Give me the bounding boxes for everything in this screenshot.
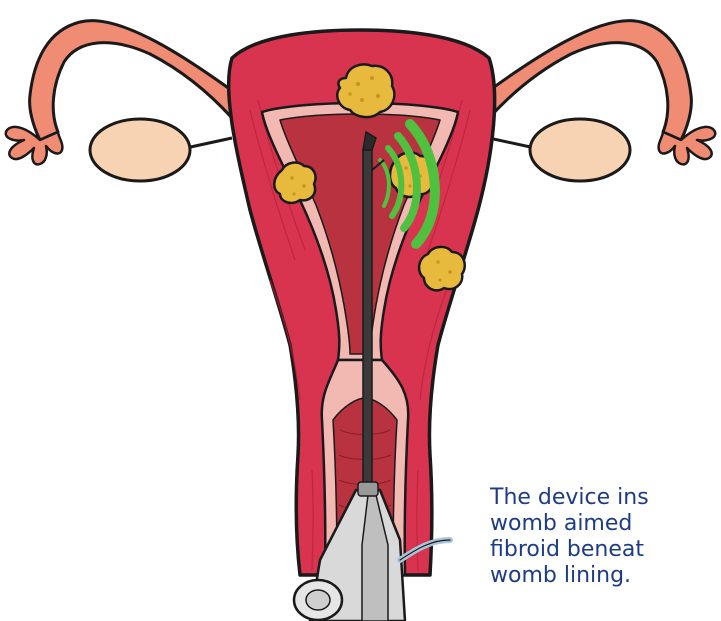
right-fimbriae [659,127,716,164]
caption-line-1: The device ins [490,485,721,511]
right-ovary [530,119,630,181]
right-ovarian-ligament [489,138,535,148]
left-ovary [90,119,190,181]
left-fimbriae [6,127,63,164]
left-ovarian-ligament [186,138,232,148]
caption: The device ins womb aimed fibroid beneat… [490,485,721,589]
device-shaft [363,150,372,500]
caption-line-3: fibroid beneat [490,537,721,563]
caption-line-4: womb lining. [490,563,721,589]
caption-line-2: womb aimed [490,511,721,537]
